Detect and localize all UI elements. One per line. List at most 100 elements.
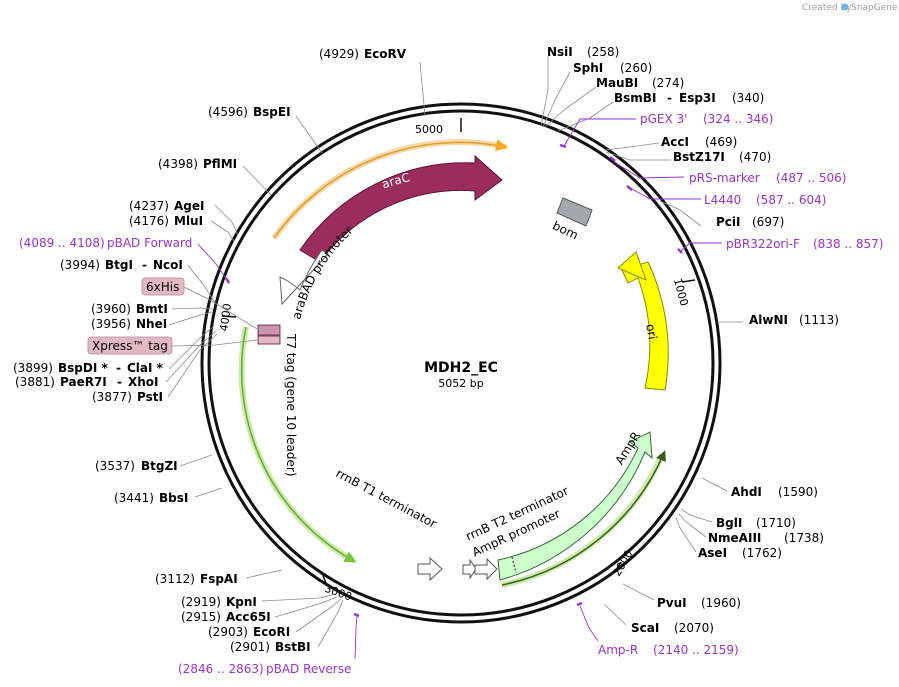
site-ClaI-separator: - (116, 361, 121, 375)
leader-PvuI (622, 583, 655, 601)
primer-mark-L4440 (626, 185, 633, 191)
site-BstZ17I-pos: (470) (739, 150, 771, 164)
site-AlwNI-name[interactable]: AlwNI (749, 313, 788, 327)
site-AseI-name[interactable]: AseI (698, 546, 727, 560)
site-KpnI-name[interactable]: KpnI (226, 595, 257, 609)
feature-label-T7-tag: T7 tag (gene 10 leader) (284, 333, 298, 477)
site-PciI-name[interactable]: PciI (716, 215, 741, 229)
leader-EcoRV (419, 61, 426, 117)
feature-AmpR-promoter (474, 557, 498, 581)
site-ScaI-name[interactable]: ScaI (631, 621, 659, 635)
leader-BstZ17I (605, 151, 671, 161)
site-BstZ17I-name[interactable]: BstZ17I (673, 150, 725, 164)
site-NheI-name[interactable]: NheI (136, 317, 167, 331)
tag-Xpress-label: Xpress™ tag (92, 339, 168, 353)
leader-NmeAIII (678, 513, 707, 538)
leader-AhdI (701, 477, 728, 492)
leader-FspAI (245, 569, 283, 579)
leader-PstI (167, 333, 218, 398)
leader-BspEI (295, 115, 323, 154)
tag-Xpress[interactable]: Xpress™ tag (87, 336, 173, 355)
credit-text: Created by (802, 3, 852, 13)
site-BtgZI-name[interactable]: BtgZI (141, 459, 178, 473)
site-BspEI-name[interactable]: BspEI (253, 105, 291, 119)
site-SphI-name[interactable]: SphI (573, 61, 603, 75)
site-Esp3I-name[interactable]: Esp3I (679, 91, 716, 105)
site-PaeR7I-name[interactable]: PaeR7I (60, 375, 107, 389)
site-BglI-pos: (1710) (756, 516, 796, 530)
leader-BstBI (317, 599, 344, 648)
site-EcoRV-name[interactable]: EcoRV (364, 47, 407, 61)
primer-marks (224, 143, 683, 618)
site-MauBI-name[interactable]: MauBI (596, 76, 638, 90)
site-AseI-pos: (1762) (742, 546, 782, 560)
primer-mark-pBAD-Reverse (353, 612, 360, 618)
plasmid-size: 5052 bp (438, 377, 483, 390)
primer-L4440-name[interactable]: L4440 (704, 193, 741, 207)
site-EcoRI-name[interactable]: EcoRI (253, 625, 290, 639)
site-BsmBI-pos: (340) (732, 91, 764, 105)
site-PvuI-name[interactable]: PvuI (657, 596, 687, 610)
leader-pBAD-Forward (197, 243, 228, 281)
primer-pGEX3-name[interactable]: pGEX 3' (640, 112, 687, 126)
site-BbsI-pos: (3441) (114, 491, 154, 505)
primer-pGEX3-range: (324 .. 346) (703, 112, 773, 126)
site-BglI-name[interactable]: BglI (716, 516, 742, 530)
leader-KpnI (261, 593, 336, 602)
feature-label-ori: ori (643, 323, 659, 341)
site-FspAI-name[interactable]: FspAI (200, 572, 238, 586)
snapgene-logo-icon (841, 3, 849, 11)
tag-6xHis[interactable]: 6xHis (141, 277, 185, 296)
site-KpnI-pos: (2919) (181, 595, 221, 609)
primer-labels: pGEX 3' (324 .. 346) pRS-marker (487 .. … (19, 112, 883, 676)
site-PstI-name[interactable]: PstI (137, 390, 163, 404)
site-NmeAIII-pos: (1738) (784, 531, 824, 545)
site-ClaI-name[interactable]: ClaI * (127, 361, 164, 375)
site-PflMI-name[interactable]: PflMI (203, 157, 237, 171)
leader-BtgI (187, 264, 216, 304)
primer-pBAD-Forward-name[interactable]: pBAD Forward (107, 236, 192, 250)
site-BtgI-name[interactable]: BtgI (105, 258, 133, 272)
primer-mark-Amp-R (576, 601, 583, 607)
site-ScaI-pos: (2070) (674, 621, 714, 635)
site-NsiI-name[interactable]: NsiI (547, 45, 573, 59)
site-BspDI-name[interactable]: BspDI * (58, 361, 108, 375)
leader-EcoRI (295, 598, 342, 633)
plasmid-name: MDH2_EC (424, 360, 498, 376)
leader-MluI (210, 220, 235, 242)
site-BbsI-name[interactable]: BbsI (159, 491, 188, 505)
tick-label-3000: 3000 (323, 582, 354, 604)
site-FspAI-pos: (3112) (155, 572, 195, 586)
primer-pBAD-Reverse-name[interactable]: pBAD Reverse (266, 662, 351, 676)
primer-pRS-marker-name[interactable]: pRS-marker (689, 171, 760, 185)
tick-2000 (613, 561, 622, 574)
site-Acc65I-name[interactable]: Acc65I (226, 610, 271, 624)
site-BsmBI-name[interactable]: BsmBI (614, 91, 656, 105)
site-NcoI-name[interactable]: NcoI (153, 258, 183, 272)
leader-BmtI (171, 307, 214, 310)
site-BstBI-pos: (2901) (230, 640, 270, 654)
site-AhdI-name[interactable]: AhdI (731, 485, 762, 499)
site-XhoI-name[interactable]: XhoI (128, 375, 159, 389)
site-AgeI-name[interactable]: AgeI (174, 199, 204, 213)
site-AccI-name[interactable]: AccI (661, 135, 689, 149)
site-SphI-pos: (260) (620, 61, 652, 75)
leader-6xHis (183, 286, 258, 330)
leader-BbsI (194, 487, 223, 498)
site-AhdI-pos: (1590) (778, 485, 818, 499)
site-NmeAIII-name[interactable]: NmeAIII (708, 531, 761, 545)
site-BstBI-name[interactable]: BstBI (275, 640, 311, 654)
site-BspDI-pos: (3899) (13, 361, 53, 375)
feature-AmpR (497, 431, 653, 581)
feature-araC (299, 154, 503, 263)
site-MluI-name[interactable]: MluI (174, 214, 203, 228)
site-NheI-pos: (3956) (91, 317, 131, 331)
leader-Xpress (171, 339, 258, 347)
primer-pBR322ori-F-name[interactable]: pBR322ori-F (726, 237, 800, 251)
site-MauBI-pos: (274) (652, 76, 684, 90)
site-BtgI-pos: (3994) (60, 258, 100, 272)
primer-Amp-R-name[interactable]: Amp-R (598, 643, 638, 657)
site-EcoRV-pos: (4929) (319, 47, 359, 61)
site-BmtI-name[interactable]: BmtI (136, 302, 168, 316)
